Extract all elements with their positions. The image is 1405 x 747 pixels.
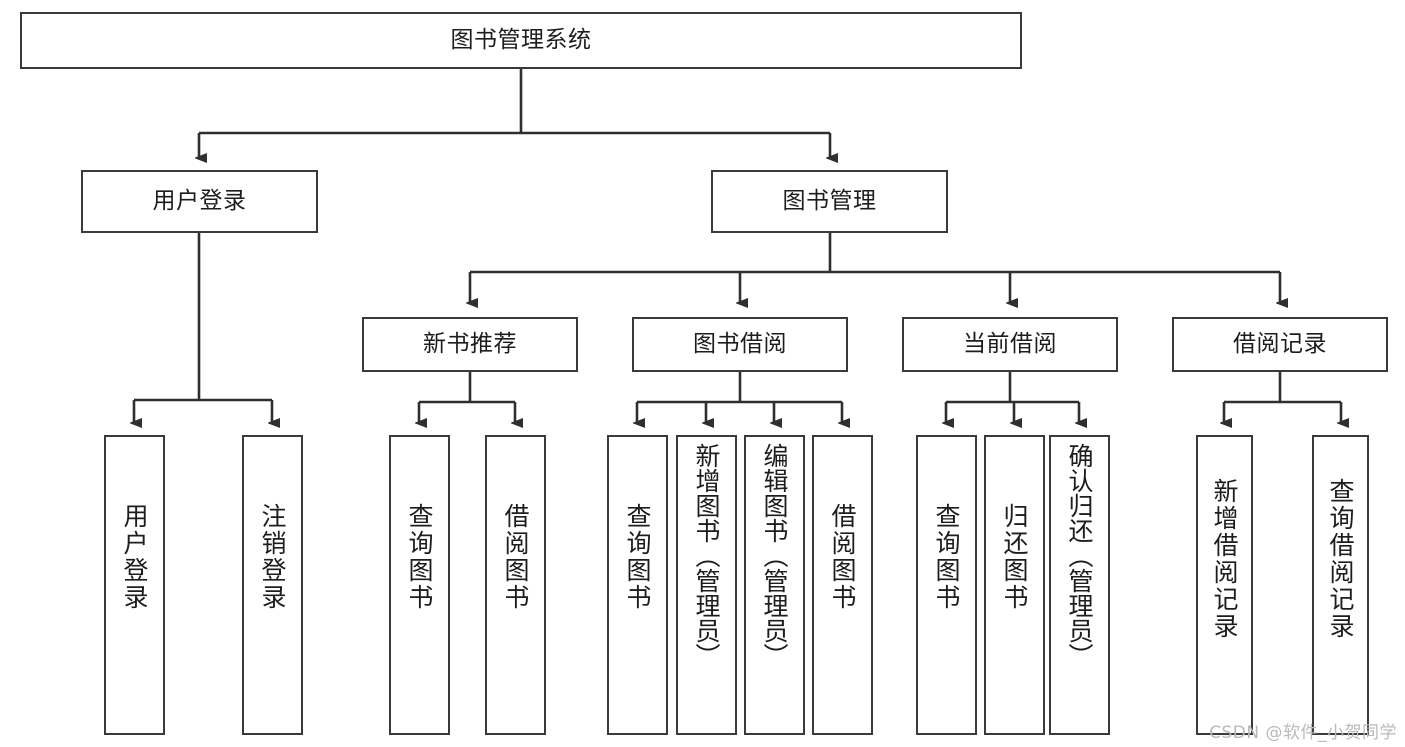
- leaf-new-book-query-book[interactable]: 查询图书: [389, 435, 450, 735]
- node-label: 当前借阅: [963, 330, 1057, 357]
- node-label: 图书管理系统: [450, 26, 592, 53]
- node-label: 借阅图书: [501, 503, 530, 611]
- node-current-borrow[interactable]: 当前借阅: [902, 317, 1118, 372]
- leaf-new-book-borrow-book[interactable]: 借阅图书: [485, 435, 546, 735]
- node-label: 图书借阅: [693, 330, 787, 357]
- watermark: CSDN @软件_小贺同学: [1209, 723, 1397, 743]
- leaf-book-borrow-borrow-book[interactable]: 借阅图书: [812, 435, 873, 735]
- leaf-borrow-record-query-record[interactable]: 查询借阅记录: [1312, 435, 1369, 735]
- node-label: 注销登录: [258, 503, 287, 611]
- node-label: 用户登录: [152, 187, 247, 214]
- node-book-management[interactable]: 图书管理: [711, 170, 948, 233]
- node-label: 借阅记录: [1233, 330, 1327, 357]
- leaf-current-borrow-confirm-return-admin[interactable]: 确认归还（管理员）: [1049, 435, 1110, 735]
- node-user-login[interactable]: 用户登录: [81, 170, 318, 233]
- node-label: 新书推荐: [423, 330, 517, 357]
- node-label: 借阅图书: [828, 503, 857, 611]
- node-borrow-record[interactable]: 借阅记录: [1172, 317, 1388, 372]
- node-root-book-management-system[interactable]: 图书管理系统: [20, 12, 1022, 69]
- leaf-current-borrow-return-book[interactable]: 归还图书: [984, 435, 1045, 735]
- leaf-borrow-record-add-record[interactable]: 新增借阅记录: [1196, 435, 1253, 735]
- node-label: 查询图书: [623, 503, 652, 611]
- node-label: 图书管理: [782, 187, 877, 214]
- leaf-user-login-signout[interactable]: 注销登录: [242, 435, 303, 735]
- leaf-book-borrow-query-book[interactable]: 查询图书: [607, 435, 668, 735]
- leaf-current-borrow-query-book[interactable]: 查询图书: [916, 435, 977, 735]
- leaf-book-borrow-add-book-admin[interactable]: 新增图书（管理员）: [676, 435, 737, 735]
- node-label: 查询借阅记录: [1326, 478, 1355, 640]
- node-label: 查询图书: [932, 503, 961, 611]
- node-label: 确认归还（管理员）: [1065, 443, 1094, 668]
- node-label: 用户登录: [120, 503, 149, 611]
- node-new-book-recommend[interactable]: 新书推荐: [362, 317, 578, 372]
- node-label: 查询图书: [405, 503, 434, 611]
- node-label: 新增借阅记录: [1210, 478, 1239, 640]
- node-label: 编辑图书（管理员）: [760, 443, 789, 668]
- node-book-borrow[interactable]: 图书借阅: [632, 317, 848, 372]
- leaf-user-login-signin[interactable]: 用户登录: [104, 435, 165, 735]
- leaf-book-borrow-edit-book-admin[interactable]: 编辑图书（管理员）: [744, 435, 805, 735]
- node-label: 归还图书: [1000, 503, 1029, 611]
- node-label: 新增图书（管理员）: [692, 443, 721, 668]
